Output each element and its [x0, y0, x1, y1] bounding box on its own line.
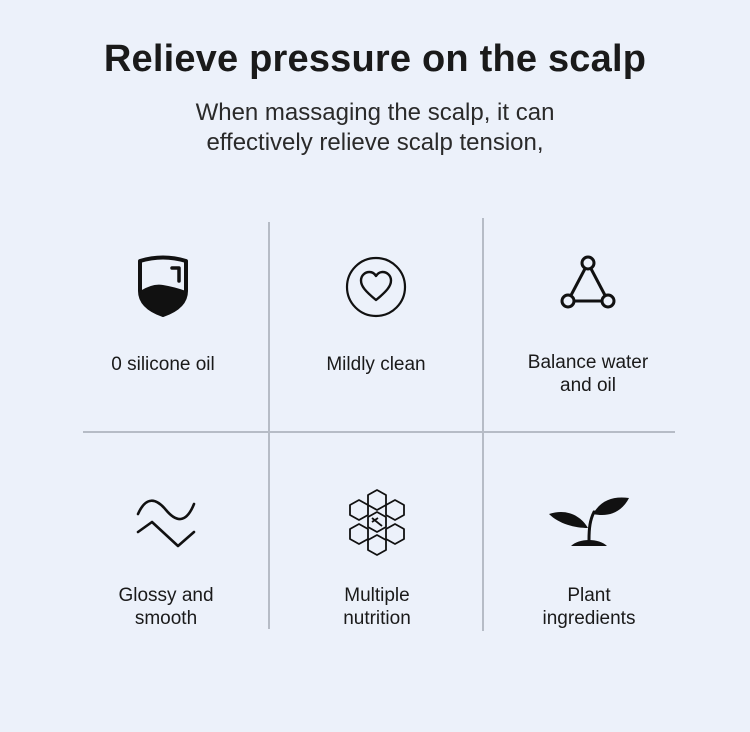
divider-horizontal	[83, 431, 675, 433]
feature-label: Glossy and	[118, 585, 214, 606]
feature-plant-ingredients: Plant ingredients	[489, 494, 689, 630]
feature-label: Mildly clean	[326, 354, 426, 375]
feature-multiple-nutrition: Multiple nutrition	[277, 488, 477, 630]
feature-label-line-2: smooth	[134, 608, 198, 629]
wave-icon	[136, 499, 196, 548]
heart-circle-icon	[345, 256, 407, 318]
feature-silicone-free: 0 silicone oil	[63, 255, 263, 376]
feature-label: 0 silicone oil	[111, 354, 215, 375]
feature-label-line-2: nutrition	[343, 608, 411, 629]
divider-vertical-left	[268, 222, 270, 629]
feature-balance-water-oil: Balance water and oil	[488, 255, 688, 397]
subtitle-line-1: When massaging the scalp, it can	[195, 99, 555, 126]
hexagon-molecule-icon	[349, 489, 405, 556]
shield-icon	[138, 255, 188, 317]
feature-label-line-2: ingredients	[542, 608, 636, 629]
page-subtitle: When massaging the scalp, it can effecti…	[0, 98, 750, 158]
subtitle-line-2: effectively relieve scalp tension,	[206, 129, 544, 156]
triangle-nodes-icon	[560, 255, 616, 309]
feature-label: Plant	[567, 585, 611, 606]
feature-label-line-2: and oil	[560, 375, 616, 396]
divider-vertical-right	[482, 218, 484, 631]
feature-glossy-smooth: Glossy and smooth	[66, 496, 266, 630]
feature-mildly-clean: Mildly clean	[276, 255, 476, 376]
sprout-icon	[549, 497, 629, 546]
page-title: Relieve pressure on the scalp	[103, 38, 647, 80]
feature-label: Multiple	[344, 585, 410, 606]
feature-label: Balance water	[527, 352, 649, 373]
